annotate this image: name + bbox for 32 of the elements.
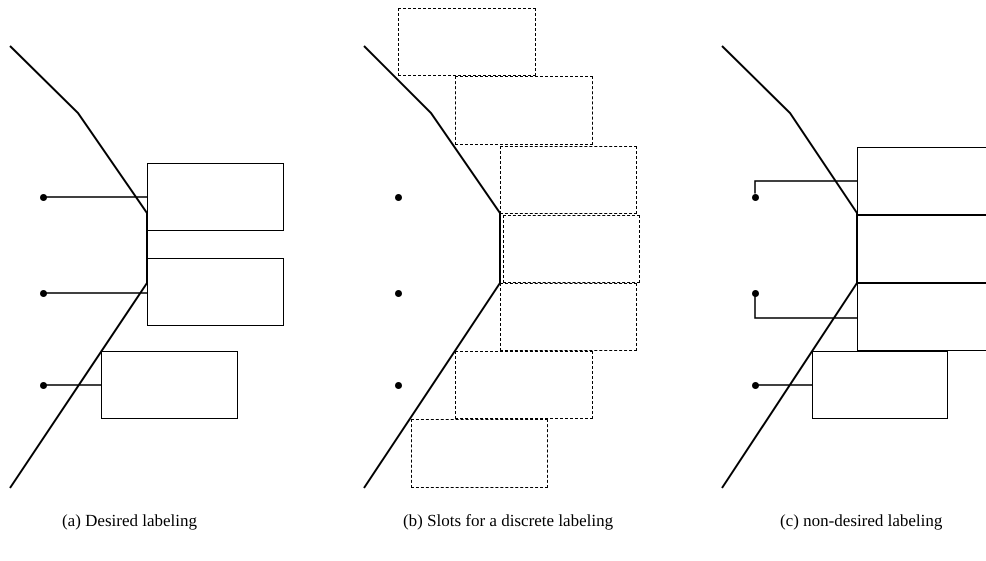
leader-line bbox=[46, 196, 147, 198]
anchor-point bbox=[394, 194, 402, 200]
label-slot bbox=[455, 351, 593, 419]
label-box bbox=[812, 351, 948, 419]
label-slot bbox=[500, 146, 637, 214]
subfigure-caption: (c) non-desired labeling bbox=[780, 510, 944, 531]
label-slot bbox=[500, 283, 637, 351]
anchor-point bbox=[40, 382, 46, 388]
leader-line bbox=[754, 180, 857, 194]
label-box bbox=[147, 258, 284, 326]
subfigure-caption: (a) Desired labeling bbox=[62, 510, 198, 531]
label-box bbox=[857, 147, 986, 215]
leader-line bbox=[46, 292, 147, 294]
leader-line bbox=[46, 384, 101, 386]
anchor-point bbox=[394, 290, 402, 296]
anchor-point bbox=[40, 194, 46, 200]
label-slot bbox=[398, 8, 536, 76]
anchor-point bbox=[394, 382, 402, 388]
anchor-point bbox=[752, 194, 758, 200]
anchor-point bbox=[752, 382, 758, 388]
label-box bbox=[101, 351, 238, 419]
anchor-point bbox=[752, 290, 758, 296]
leader-line bbox=[754, 296, 857, 319]
label-box bbox=[857, 215, 986, 283]
label-slot bbox=[411, 419, 548, 488]
subfigure-caption: (b) Slots for a discrete labeling bbox=[403, 510, 614, 531]
label-slot bbox=[503, 215, 640, 283]
label-box bbox=[147, 163, 284, 231]
label-box bbox=[857, 283, 986, 351]
leader-line bbox=[758, 384, 812, 386]
anchor-point bbox=[40, 290, 46, 296]
label-slot bbox=[455, 76, 593, 145]
